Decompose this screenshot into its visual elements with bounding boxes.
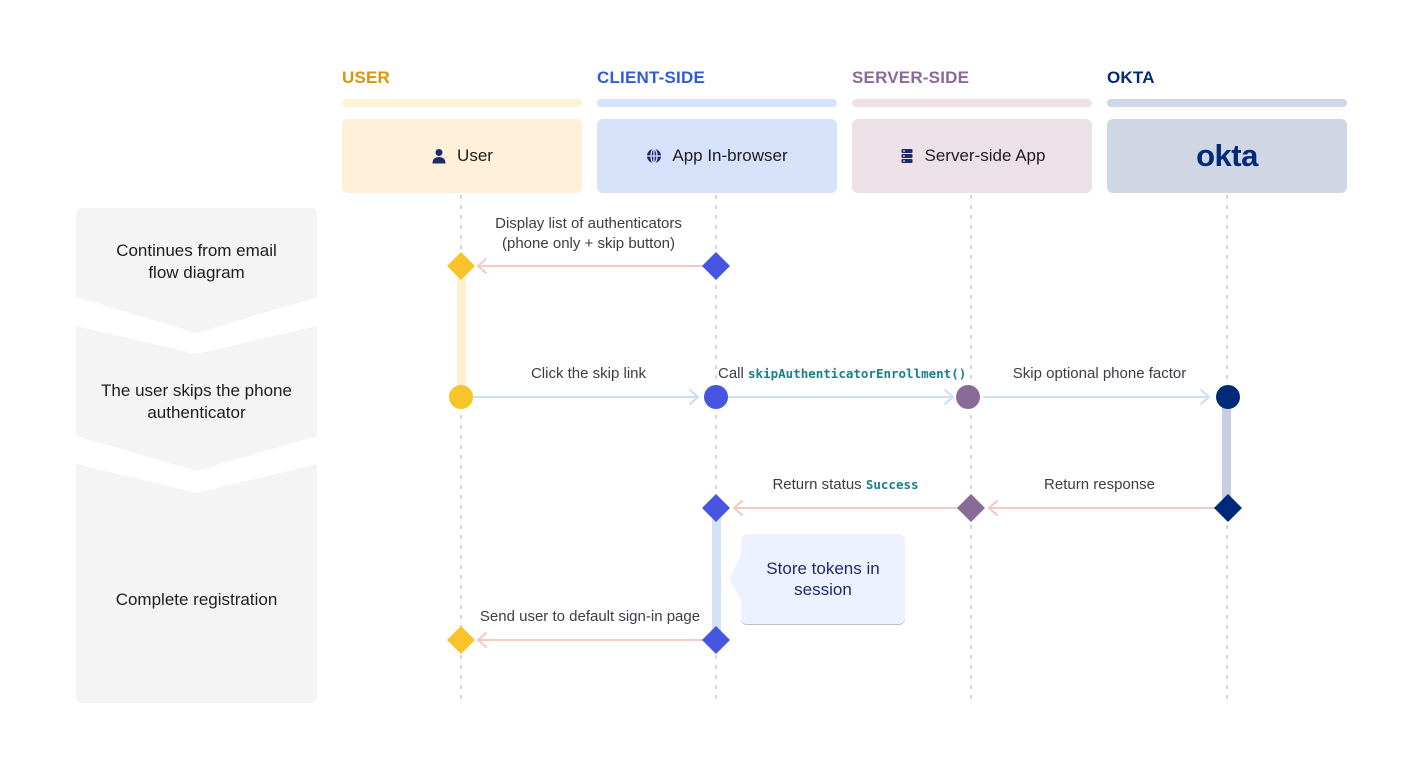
- msg-skip-optional: Skip optional phone factor: [1012, 365, 1187, 382]
- lane-bar-user: [342, 99, 582, 107]
- node-user-click: [449, 385, 473, 409]
- node-user-receive-list: [447, 252, 475, 280]
- nodes: [447, 252, 1242, 654]
- node-server-return: [957, 494, 985, 522]
- node-client-call: [704, 385, 728, 409]
- lane-bar-client: [597, 99, 837, 107]
- node-client-send-list: [702, 252, 730, 280]
- step-panel-3: [76, 464, 317, 703]
- activation-client: [712, 514, 721, 634]
- actor-user: User: [342, 119, 582, 193]
- msg-display-list: Display list of authenticators (phone on…: [478, 214, 699, 254]
- msg-display-list-line-1: Display list of authenticators: [495, 215, 682, 232]
- activation-user: [457, 272, 466, 396]
- lane-title-server: SERVER-SIDE: [852, 68, 970, 87]
- step-panels: [76, 208, 317, 703]
- note-store-tokens: Store tokens in session: [741, 534, 905, 624]
- step-panel-2: [76, 326, 317, 471]
- lane-title-user: USER: [342, 68, 391, 87]
- msg-return-response: Return response: [1044, 476, 1155, 493]
- step-label-2: The user skips the phone authenticator: [76, 380, 317, 424]
- step-3-line-1: Complete registration: [115, 590, 278, 609]
- globe-icon: [646, 148, 662, 164]
- arrow-display-list: [477, 258, 704, 274]
- node-server-skip: [956, 385, 980, 409]
- actor-server-label: Server-side App: [924, 146, 1046, 165]
- node-client-receive-status: [702, 494, 730, 522]
- note-line-2: session: [794, 580, 852, 599]
- msg-click-skip: Click the skip link: [530, 365, 647, 382]
- node-okta-return: [1214, 494, 1242, 522]
- msg-call-skip: Call skipAuthenticatorEnrollment(): [718, 364, 966, 384]
- activation-okta: [1222, 402, 1231, 506]
- server-icon: [899, 148, 915, 164]
- person-icon: [431, 148, 447, 164]
- step-label-1: Continues from email flow diagram: [76, 240, 317, 284]
- lane-title-okta: OKTA: [1107, 68, 1155, 87]
- arrow-return-status: [733, 500, 959, 516]
- note-pointer: [729, 556, 741, 600]
- msg-display-list-line-2: (phone only + skip button): [501, 235, 676, 252]
- msg-send-user: Send user to default sign-in page: [479, 608, 701, 625]
- step-label-3: Complete registration: [76, 589, 317, 611]
- msg-call-code: skipAuthenticatorEnrollment(): [748, 366, 967, 381]
- msg-call-prefix: Call: [718, 365, 744, 382]
- actor-server: Server-side App: [852, 119, 1092, 193]
- node-user-signin: [447, 626, 475, 654]
- step-2-line-1: The user skips the phone: [101, 381, 292, 400]
- lane-title-client: CLIENT-SIDE: [597, 68, 705, 87]
- step-panel-1: [76, 208, 317, 333]
- actor-okta: okta: [1107, 119, 1347, 193]
- arrow-click-skip: [473, 389, 699, 405]
- arrow-return-response: [988, 500, 1215, 516]
- arrows: [473, 258, 1215, 648]
- node-client-send-user: [702, 626, 730, 654]
- step-1-line-2: flow diagram: [148, 263, 245, 282]
- lane-bar-okta: [1107, 99, 1347, 107]
- arrow-send-user: [477, 632, 704, 648]
- actor-user-label: User: [457, 146, 493, 165]
- node-okta-receive: [1216, 385, 1240, 409]
- okta-logo: okta: [1196, 138, 1258, 173]
- lane-bar-server: [852, 99, 1092, 107]
- actor-client: App In-browser: [597, 119, 837, 193]
- step-1-line-1: Continues from email: [116, 241, 277, 260]
- msg-return-status-code: Success: [865, 477, 919, 492]
- note-line-1: Store tokens in: [766, 559, 880, 578]
- msg-return-status-prefix: Return status: [772, 476, 862, 493]
- step-2-line-2: authenticator: [147, 403, 246, 422]
- actor-client-label: App In-browser: [672, 146, 788, 165]
- arrow-call-skip: [728, 389, 954, 405]
- msg-return-status: Return status Success: [735, 475, 956, 495]
- arrow-skip-optional: [983, 389, 1210, 405]
